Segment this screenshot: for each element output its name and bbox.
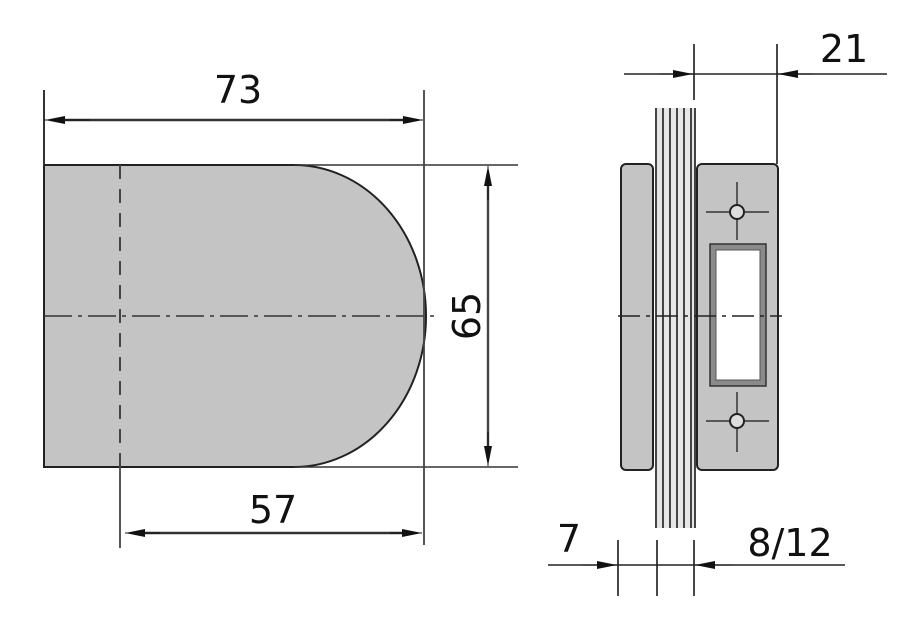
left-clamp-plate [620, 163, 654, 471]
dimension-label-73: 73 [214, 68, 262, 112]
screw-hole-top [706, 182, 769, 240]
dimension-label-7: 7 [557, 517, 581, 561]
dimension-label-65: 65 [445, 292, 489, 340]
dimension-label-21: 21 [820, 27, 868, 71]
screw-hole-bottom [706, 392, 769, 452]
glass-panel [655, 108, 696, 528]
front-view: 73 65 57 [43, 68, 518, 548]
dimension-label-8-12: 8/12 [747, 521, 832, 565]
side-view: 21 7 8/12 [548, 27, 887, 596]
dimension-label-57: 57 [249, 488, 297, 532]
